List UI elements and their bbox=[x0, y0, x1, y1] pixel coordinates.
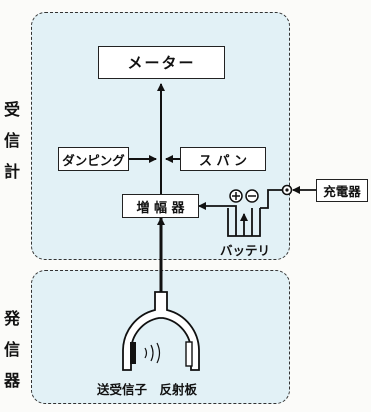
damping-label: ダンピング bbox=[62, 152, 125, 168]
transducer-reflector-drawing bbox=[122, 291, 200, 371]
receiver-label-char-1: 受 bbox=[4, 100, 21, 119]
transmitter-label: 発 信 器 bbox=[4, 303, 20, 396]
meter-box: メーター bbox=[98, 46, 225, 79]
span-box: ス パ ン bbox=[180, 147, 266, 171]
transmitter-caption: 送受信子 反射板 bbox=[97, 382, 198, 397]
transmitter-label-char-3: 器 bbox=[4, 371, 21, 390]
receiver-label-char-3: 計 bbox=[4, 162, 21, 181]
battery-case bbox=[227, 208, 261, 237]
battery-label: バッテリ bbox=[220, 243, 271, 258]
amplifier-box: 増 幅 器 bbox=[122, 194, 199, 218]
charger-label: 充電器 bbox=[323, 184, 361, 199]
amplifier-label: 増 幅 器 bbox=[136, 200, 185, 216]
receiver-label-char-2: 信 bbox=[4, 131, 21, 150]
receiver-label: 受 信 計 bbox=[4, 94, 20, 187]
transmitter-label-char-1: 発 bbox=[4, 309, 21, 328]
transmitter-label-char-2: 信 bbox=[4, 340, 21, 359]
damping-box: ダンピング bbox=[58, 147, 129, 171]
span-label: ス パ ン bbox=[198, 153, 248, 169]
meter-label: メーター bbox=[127, 54, 196, 72]
battery-plus-lead bbox=[219, 205, 237, 236]
charger-box: 充電器 bbox=[316, 179, 368, 202]
